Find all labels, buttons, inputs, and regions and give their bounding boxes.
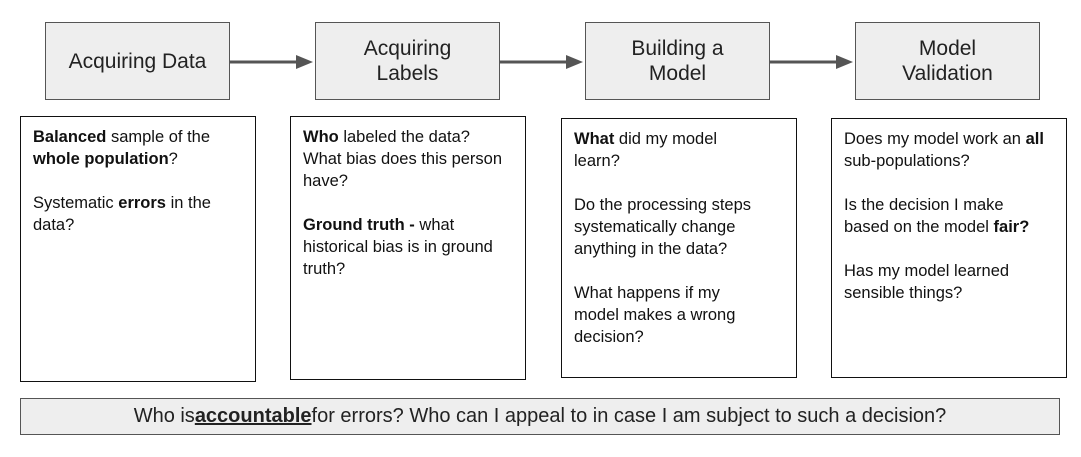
stage-building-model: Building a Model [585,22,770,100]
questions-acquiring-data: Balanced sample of the whole population?… [20,116,256,382]
accountability-banner: Who is accountable for errors? Who can I… [20,398,1060,435]
arrow-1 [230,55,313,69]
arrow-3 [770,55,853,69]
question-text: Has my model learned sensible things? [844,262,1010,302]
stage-acquiring-labels: Acquiring Labels [315,22,500,100]
question-text: Do the processing steps systematically c… [574,196,752,258]
question-text: Who labeled the data? What bias does thi… [303,128,503,190]
questions-building-model: What did my model learn? Do the processi… [561,118,797,378]
footer-text: for errors? Who can I appeal to in case … [311,405,947,427]
questions-model-validation: Does my model work an all sub-population… [831,118,1067,378]
question-text: What did my model learn? [574,130,718,170]
questions-acquiring-labels: Who labeled the data? What bias does thi… [290,116,526,380]
footer-emphasis: accountable [194,405,312,427]
stage-label: Model Validation [902,37,993,85]
stage-model-validation: Model Validation [855,22,1040,100]
footer-text: Who is [133,405,195,427]
question-text: What happens if my model makes a wrong d… [574,284,736,346]
question-text: Does my model work an all sub-population… [844,130,1044,170]
stage-label: Building a Model [631,37,724,85]
stage-acquiring-data: Acquiring Data [45,22,230,100]
arrow-2 [500,55,583,69]
stage-label: Acquiring Labels [363,37,452,85]
flow-arrows [230,55,853,69]
question-text: Balanced sample of the whole population? [33,128,211,168]
question-text: Ground truth - what historical bias is i… [303,216,493,278]
question-text: Systematic errors in the data? [33,194,211,234]
stage-label: Acquiring Data [68,49,207,73]
question-text: Is the decision I make based on the mode… [844,196,1030,236]
